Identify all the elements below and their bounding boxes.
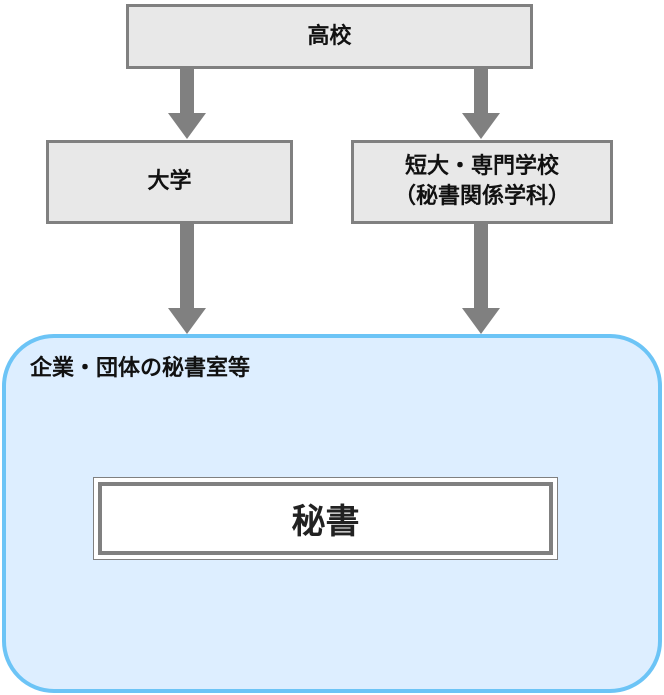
secretary-label: 秘書: [98, 482, 553, 555]
arrow-university-to-organization: [168, 224, 206, 334]
arrow-head: [462, 308, 500, 334]
arrow-high-school-to-university: [168, 69, 206, 139]
organization-title: 企業・団体の秘書室等: [30, 356, 251, 381]
arrow-junior-college-to-organization: [462, 224, 500, 334]
node-junior-college-label-line2: （秘書関係学科）: [393, 184, 570, 209]
node-junior-college: 短大・専門学校 （秘書関係学科）: [351, 140, 613, 224]
arrow-head: [168, 308, 206, 334]
arrow-head: [462, 113, 500, 139]
node-university: 大学: [46, 140, 293, 224]
secretary-box: 秘書: [93, 477, 558, 560]
node-high-school: 高校: [126, 4, 533, 69]
arrow-head: [168, 113, 206, 139]
node-university-label: 大学: [147, 169, 192, 195]
node-high-school-label: 高校: [307, 23, 352, 49]
node-junior-college-label-line1: 短大・専門学校: [404, 154, 559, 180]
arrow-high-school-to-junior-college: [462, 69, 500, 139]
